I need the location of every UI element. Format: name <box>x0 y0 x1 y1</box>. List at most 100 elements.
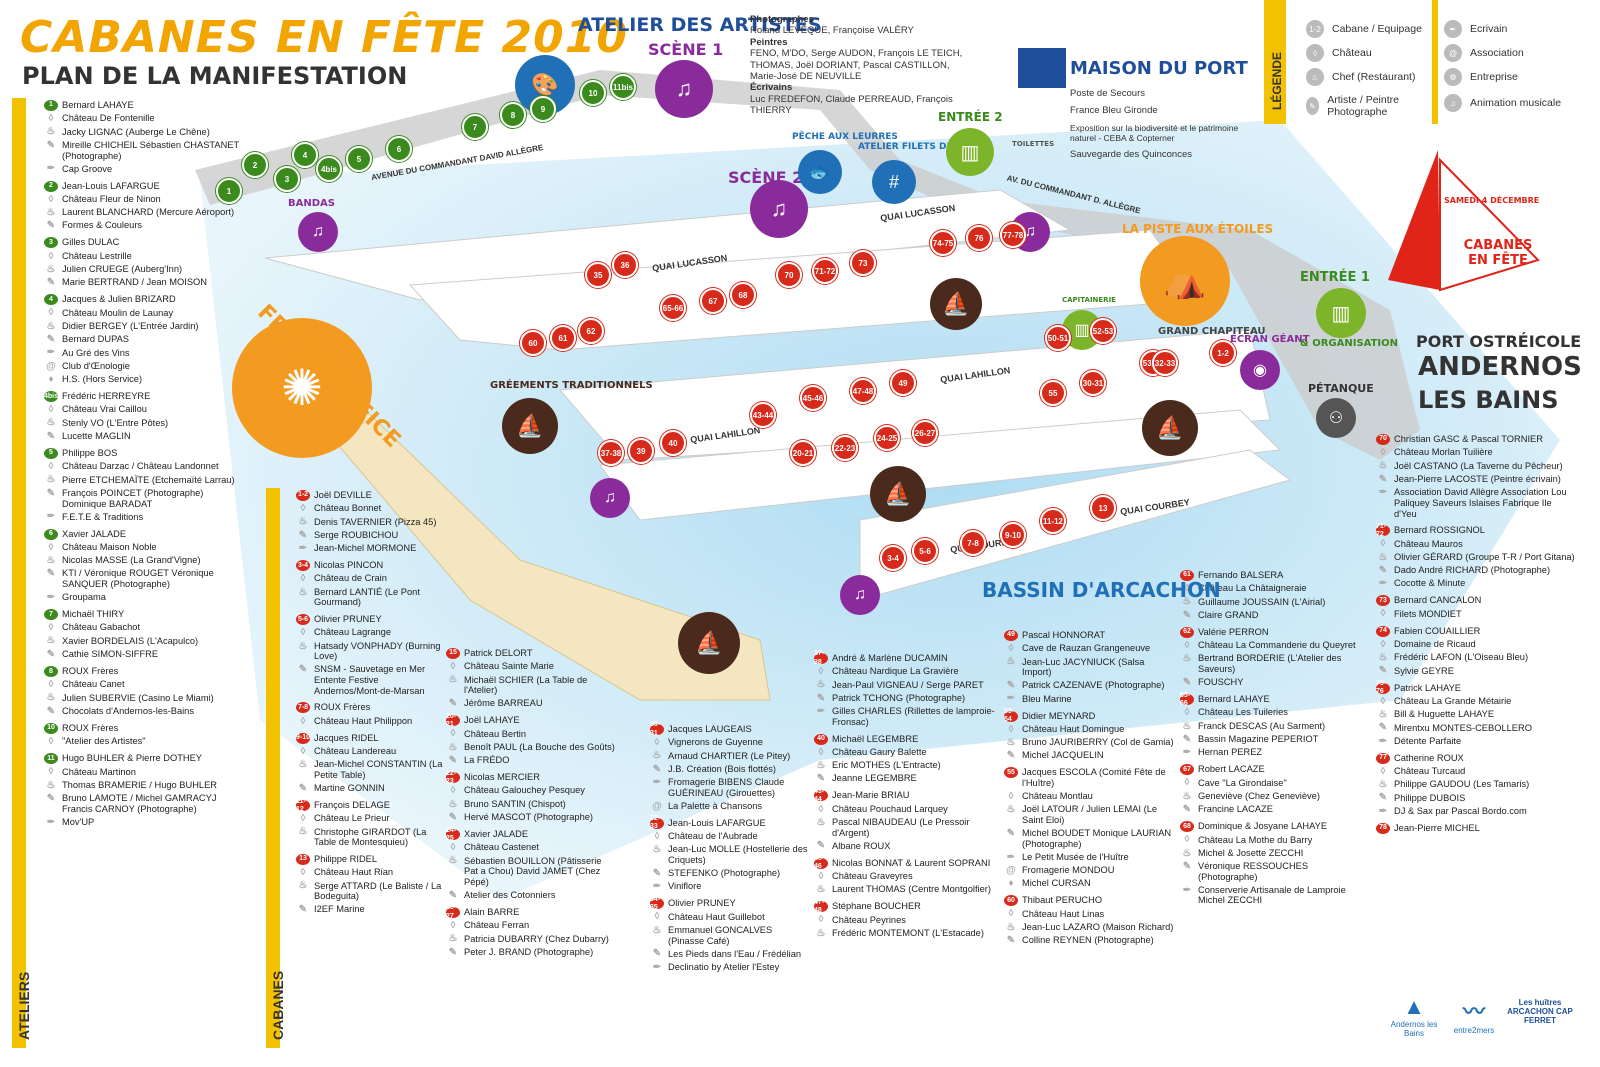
entree1-circle[interactable]: ▥ <box>1316 288 1366 338</box>
cabane-marker[interactable]: 20-21 <box>790 440 816 466</box>
cabane-marker[interactable]: 71-72 <box>812 258 838 284</box>
bandas-circle-3[interactable]: ♫ <box>590 478 630 518</box>
cabane-marker[interactable]: 11-12 <box>1040 508 1066 534</box>
bandas-circle-1[interactable]: ♫ <box>298 212 338 252</box>
cabane-marker[interactable]: 67 <box>700 288 726 314</box>
cabane-marker[interactable]: 68 <box>730 282 756 308</box>
atelier-marker[interactable]: 8 <box>500 102 526 128</box>
atelier-marker[interactable]: 1 <box>216 178 242 204</box>
list-item: ✎Cathie SIMON-SIFFRE <box>44 649 244 660</box>
photographes-text: Roland LEVÊQUE, Françoise VALÉRY <box>750 25 914 37</box>
atelier-marker[interactable]: 2 <box>242 152 268 178</box>
cabane-marker[interactable]: 70 <box>776 262 802 288</box>
cabane-marker[interactable]: 40 <box>660 430 686 456</box>
cabane-marker[interactable]: 62 <box>578 318 604 344</box>
list-item-text: Bernard LANTIÉ (Le Pont Gourmand) <box>314 586 420 608</box>
list-item-text: Château Pouchaud Larquey <box>832 803 948 814</box>
number-badge: 11-12 <box>296 798 310 813</box>
cabane-marker[interactable]: 5-6 <box>912 538 938 564</box>
atelier-marker[interactable]: 7 <box>462 114 488 140</box>
cabane-marker[interactable]: 45-46 <box>800 385 826 411</box>
list-item: ✒Hernan PEREZ <box>1180 747 1365 758</box>
piste-etoiles-circle[interactable]: ⛺ <box>1140 236 1230 326</box>
cabane-marker[interactable]: 37-38 <box>598 440 624 466</box>
atelier-marker[interactable]: 4bis <box>316 156 342 182</box>
gréements-circle-2[interactable]: ⛵ <box>502 398 558 454</box>
list-item-text: Jean-Louis LAFARGUE <box>62 180 160 191</box>
list-item: ✒Conserverie Artisanale de Lamproie Mich… <box>1180 885 1365 906</box>
cabane-marker[interactable]: 26-27 <box>912 420 938 446</box>
atelier-marker[interactable]: 10 <box>580 80 606 106</box>
item-icon: ◊ <box>1380 608 1386 620</box>
item-icon: ♨ <box>46 206 56 218</box>
cabane-marker[interactable]: 73 <box>850 250 876 276</box>
cabane-marker[interactable]: 74-75 <box>930 230 956 256</box>
piste-etoiles-label: LA PISTE AUX ÉTOILES <box>1122 222 1274 236</box>
peche-leurres-circle[interactable]: 🐟 <box>798 150 842 194</box>
cabane-marker[interactable]: 76 <box>966 225 992 251</box>
cabane-marker[interactable]: 32-33 <box>1152 350 1178 376</box>
atelier-marker[interactable]: 6 <box>386 136 412 162</box>
list-item: ◊Château Maison Noble <box>44 542 244 553</box>
atelier-marker[interactable]: 5 <box>346 146 372 172</box>
cabane-marker[interactable]: 47-48 <box>850 378 876 404</box>
cabane-marker[interactable]: 39 <box>628 438 654 464</box>
cabane-marker[interactable]: 24-25 <box>874 425 900 451</box>
list-item-text: Mirentxu MONTES-CEBOLLERO <box>1394 722 1532 733</box>
cabane-marker[interactable]: 35 <box>585 262 611 288</box>
ecran-geant-circle[interactable]: ◉ <box>1240 350 1280 390</box>
gréements-circle-1[interactable]: ⛵ <box>930 278 982 330</box>
scene1-circle[interactable]: ♫ <box>655 60 713 118</box>
list-item-text: Patrick CAZENAVE (Photographe) <box>1022 680 1165 691</box>
wave-logo-icon: 〰 <box>1462 999 1485 1024</box>
cabane-marker[interactable]: 60 <box>520 330 546 356</box>
cabane-marker[interactable]: 3-4 <box>880 545 906 571</box>
cabane-marker[interactable]: 22-23 <box>832 435 858 461</box>
cabane-marker[interactable]: 13 <box>1090 495 1116 521</box>
cabane-marker[interactable]: 7-8 <box>960 530 986 556</box>
atelier-marker[interactable]: 3 <box>274 166 300 192</box>
list-item: ♨Bill & Huguette LAHAYE <box>1376 709 1576 720</box>
entree2-circle[interactable]: ▥ <box>946 128 994 176</box>
atelier-filets-circle[interactable]: # <box>872 160 916 204</box>
cabane-marker[interactable]: 61 <box>550 325 576 351</box>
item-icon: ✒ <box>46 163 56 175</box>
cabane-marker[interactable]: 49 <box>890 370 916 396</box>
item-icon: ♨ <box>1378 708 1388 720</box>
cabane-marker[interactable]: 30-31 <box>1080 370 1106 396</box>
feu-artifice-circle[interactable]: ✺ <box>232 318 372 458</box>
cabane-marker[interactable]: 36 <box>612 252 638 278</box>
list-item: ◊Cave de Rauzan Grangeneuve <box>1004 643 1174 654</box>
list-item: ◊Château La Commanderie du Queyret <box>1180 640 1365 651</box>
petanque-circle[interactable]: ⚇ <box>1316 398 1356 438</box>
number-badge: 4bis <box>44 391 58 403</box>
list-item-text: Fromagerie MONDOU <box>1022 865 1115 876</box>
list-item: ✒Cap Groove <box>44 163 244 175</box>
list-item-text: Dado André RICHARD (Photographe) <box>1394 565 1551 576</box>
item-icon: ◊ <box>1008 723 1014 735</box>
cabane-marker[interactable]: 1-2 <box>1210 340 1236 366</box>
gréements-circle-5[interactable]: ⛵ <box>678 612 740 674</box>
item-icon: ✒ <box>1182 747 1192 759</box>
gréements-circle-3[interactable]: ⛵ <box>870 466 926 522</box>
cabane-marker[interactable]: 55 <box>1040 380 1066 406</box>
cabane-marker[interactable]: 50-51 <box>1045 325 1071 351</box>
cabane-marker[interactable]: 52-53 <box>1090 318 1116 344</box>
cabane-marker[interactable]: 65-66 <box>660 295 686 321</box>
cabane-marker[interactable]: 9-10 <box>1000 522 1026 548</box>
cabane-marker[interactable]: 77-78 <box>1000 222 1026 248</box>
gréements-circle-4[interactable]: ⛵ <box>1142 400 1198 456</box>
bandas-circle-4[interactable]: ♫ <box>840 575 880 615</box>
atelier-marker[interactable]: 4 <box>292 142 318 168</box>
music-icon: ♫ <box>604 489 616 506</box>
list-item: ✎Bernard DUPAS <box>44 334 244 345</box>
atelier-marker[interactable]: 9 <box>530 96 556 122</box>
list-item: ♨Laurent THOMAS (Centre Montgolfier) <box>814 884 1004 895</box>
list-item: ♨Denis TAVERNIER (Pizza 45) <box>296 516 446 528</box>
atelier-marker[interactable]: 11bis <box>610 74 636 100</box>
cabane-marker[interactable]: 43-44 <box>750 402 776 428</box>
cabanes-bar <box>266 488 280 1048</box>
scene2-circle[interactable]: ♫ <box>750 180 808 238</box>
